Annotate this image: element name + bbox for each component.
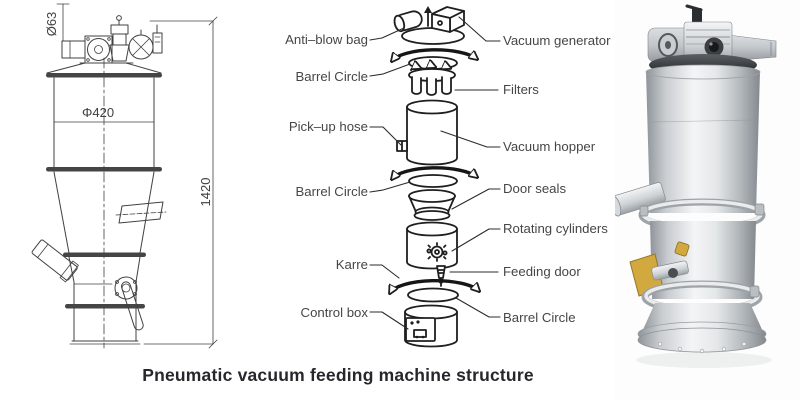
photo-upper-cylinder xyxy=(645,64,761,213)
lid-dome xyxy=(46,62,162,74)
figure-caption: Pneumatic vacuum feeding machine structu… xyxy=(142,365,534,385)
label-anti-blow-bag: Anti–blow bag xyxy=(285,32,368,47)
product-photo-panel xyxy=(615,0,800,400)
discharge-section xyxy=(31,239,146,345)
filters-part xyxy=(408,66,456,96)
rotate-arrow xyxy=(392,48,477,61)
label-pick-up-hose: Pick–up hose xyxy=(289,119,368,134)
side-inlet-pipe xyxy=(31,239,79,283)
control-box-part xyxy=(404,304,458,348)
label-control-box: Control box xyxy=(301,305,369,320)
label-feeding-door: Feeding door xyxy=(503,264,581,279)
lid-assembly-part xyxy=(393,6,465,45)
dimension-height: 1420 xyxy=(143,16,218,349)
label-vacuum-generator: Vacuum generator xyxy=(503,33,611,48)
barrel-circle-ring-3 xyxy=(407,287,459,303)
photo-shadow xyxy=(636,352,772,368)
rotate-arrow xyxy=(392,166,477,179)
dim-height-label: 1420 xyxy=(198,178,213,207)
label-barrel-circle-3: Barrel Circle xyxy=(503,310,576,325)
photo-vacuum-generator xyxy=(647,21,777,65)
dim-body-label: Φ420 xyxy=(82,105,114,120)
vacuum-hopper-part xyxy=(396,99,458,166)
label-barrel-circle-1: Barrel Circle xyxy=(295,69,368,84)
vacuum-pump-assembly xyxy=(61,15,163,64)
exploded-view-panel: Anti–blow bag Vacuum generator Barrel Ci… xyxy=(285,6,611,348)
photo-top-valve xyxy=(685,4,703,24)
door-seals-part xyxy=(408,189,456,221)
rotating-cylinders-part xyxy=(406,221,458,270)
rotate-arrow xyxy=(390,278,479,293)
cone-section xyxy=(53,171,167,254)
discharge-valve xyxy=(114,276,144,331)
label-rotating-cylinders: Rotating cylinders xyxy=(503,221,608,236)
technical-drawing-panel: Ø63 xyxy=(31,3,218,349)
valve-tip xyxy=(424,6,432,13)
vacuum-generator-part xyxy=(431,6,465,33)
photo-base xyxy=(637,303,767,354)
photo-brass-valve xyxy=(629,241,690,297)
label-door-seals: Door seals xyxy=(503,181,566,196)
dimension-inlet: Ø63 xyxy=(44,3,70,42)
leader-lines xyxy=(369,16,501,330)
label-vacuum-hopper: Vacuum hopper xyxy=(503,139,596,154)
label-karre: Karre xyxy=(336,257,368,272)
barrel-circle-ring-2 xyxy=(408,174,458,188)
photo-mid-cylinder xyxy=(650,221,756,299)
label-barrel-circle-2: Barrel Circle xyxy=(295,184,368,199)
anti-blow-bag-part xyxy=(393,10,423,33)
dim-inlet-label: Ø63 xyxy=(44,12,59,37)
label-filters: Filters xyxy=(503,82,539,97)
feeding-door-part xyxy=(436,265,446,287)
